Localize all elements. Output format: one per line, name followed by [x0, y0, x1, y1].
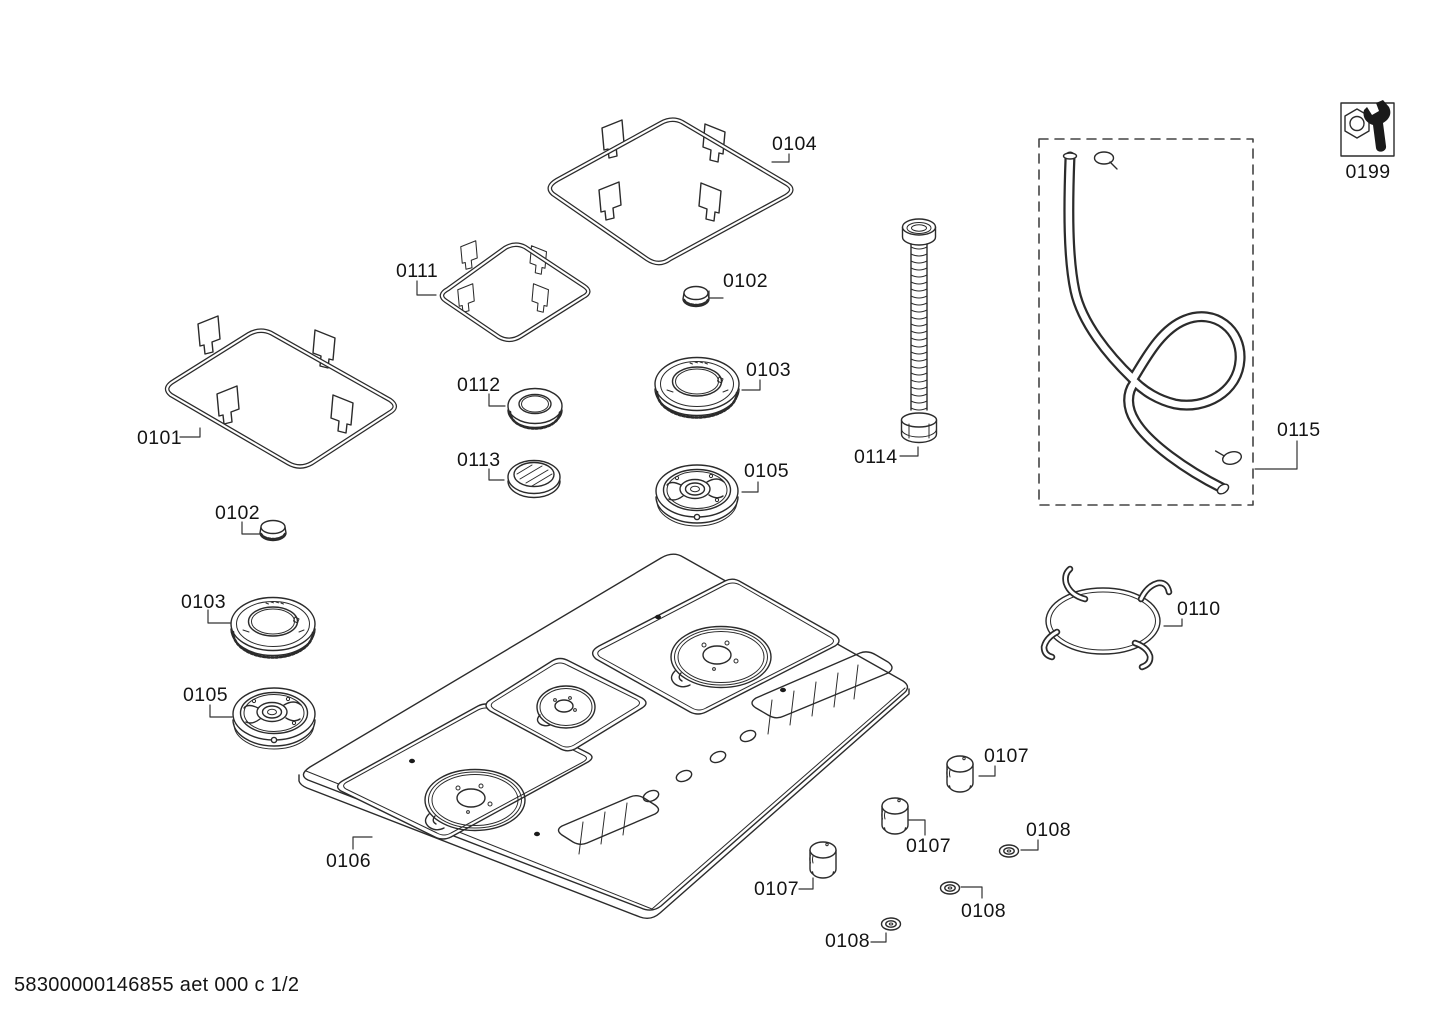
pan-support-0111 [439, 240, 591, 343]
callout-0108-b: 0108 [961, 900, 1006, 922]
callout-0107-b: 0107 [906, 835, 951, 857]
callout-0107-c: 0107 [984, 745, 1029, 767]
callout-0111: 0111 [396, 260, 439, 282]
hose-kit-0115 [1038, 138, 1254, 506]
callout-0101: 0101 [137, 427, 182, 449]
pan-support-0104 [547, 117, 794, 266]
hose-clamp-bottom [1214, 450, 1243, 465]
control-recess-left [557, 795, 660, 855]
wok-ring-0110 [1040, 565, 1173, 671]
callout-0108-a: 0108 [825, 930, 870, 952]
gas-pipe-0114 [900, 218, 938, 444]
callout-0115: 0115 [1277, 419, 1321, 441]
burner-ring-0103-left [229, 596, 317, 659]
callout-0103-top: 0103 [746, 359, 791, 381]
knob-0107-c [946, 755, 974, 793]
callout-0107-a: 0107 [754, 878, 799, 900]
control-recess-right [751, 651, 893, 735]
burner-ring-0112 [507, 387, 563, 430]
burner-cap-0113 [507, 459, 561, 499]
callout-0102-left: 0102 [215, 502, 260, 524]
hose-clamp-top [1093, 151, 1118, 170]
burner-cap-0102-top [681, 285, 711, 308]
callout-0104: 0104 [772, 133, 817, 155]
callout-0199: 0199 [1345, 161, 1391, 183]
wrench-nut-icon [1340, 100, 1395, 157]
callout-0105-top: 0105 [744, 460, 789, 482]
screws [409, 614, 786, 837]
callout-0110: 0110 [1177, 598, 1221, 620]
burner-cap-0102-left [258, 519, 288, 542]
callout-0102-top: 0102 [723, 270, 768, 292]
pan-support-0101 [164, 315, 398, 469]
knob-holes [642, 729, 757, 803]
hose [1062, 151, 1246, 495]
document-code: 58300000146855 aet 000 c 1/2 [14, 974, 300, 996]
leader-lines [179, 153, 1298, 943]
burner-base-0105-left [232, 687, 316, 750]
callout-0106: 0106 [326, 850, 371, 872]
burner-ring-0103-top [653, 356, 741, 419]
callout-0114: 0114 [854, 446, 898, 468]
callout-0105-left: 0105 [183, 684, 228, 706]
callout-0108-c: 0108 [1026, 819, 1071, 841]
knob-0107-b [881, 797, 909, 835]
callout-0112: 0112 [457, 374, 501, 396]
washer-0108-a [880, 917, 902, 931]
washer-0108-b [939, 881, 961, 895]
washer-0108-c [998, 844, 1020, 858]
knob-0107-a [809, 841, 837, 879]
callout-0103-left: 0103 [181, 591, 226, 613]
cooktop-panel-0106 [298, 553, 910, 920]
callout-0113: 0113 [457, 449, 501, 471]
burner-base-0105-top [655, 464, 739, 527]
